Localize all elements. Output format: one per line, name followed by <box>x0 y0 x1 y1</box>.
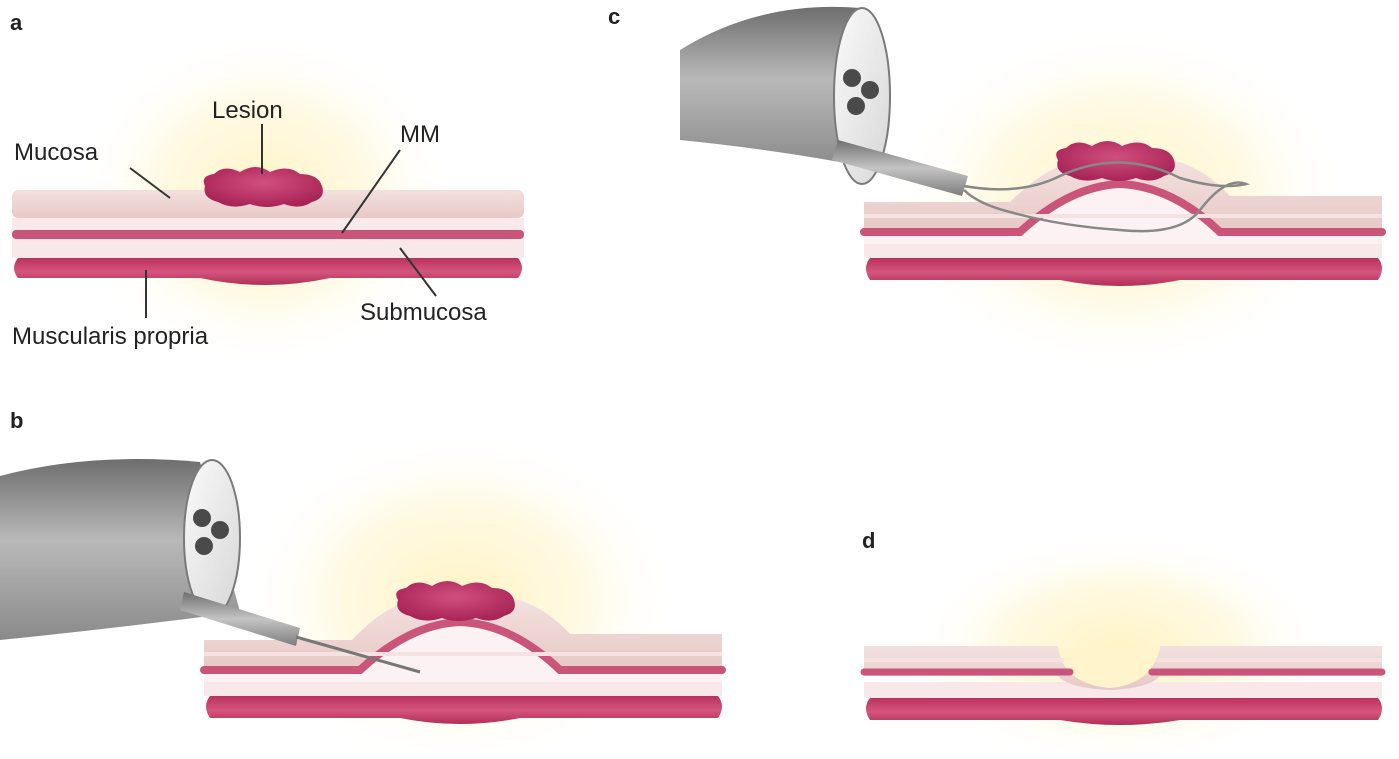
submucosa-layer <box>864 242 1382 258</box>
label-muscularis-propria: Muscularis propria <box>12 323 209 350</box>
channel-icon <box>843 69 861 87</box>
channel-icon <box>195 537 213 555</box>
channel-icon <box>211 521 229 539</box>
label-lesion: Lesion <box>212 97 283 124</box>
panel-letter-b: b <box>10 408 23 433</box>
panel-c: c <box>608 4 1382 375</box>
panel-a: a Lesion Mucosa MM Submucosa Muscularis … <box>10 10 524 370</box>
panel-letter-a: a <box>10 10 23 35</box>
channel-icon <box>861 81 879 99</box>
channel-icon <box>193 509 211 527</box>
endoscope-tip <box>184 460 240 616</box>
label-mucosa: Mucosa <box>14 139 99 166</box>
submucosa-layer <box>12 238 524 258</box>
lamina-layer <box>12 218 524 230</box>
label-mm: MM <box>400 121 440 148</box>
muscularis-propria-layer <box>14 258 522 285</box>
channel-icon <box>847 97 865 115</box>
submucosa-layer <box>204 680 722 696</box>
muscularis-mucosae-layer <box>12 230 524 239</box>
muscularis-propria-layer <box>866 698 1382 725</box>
label-submucosa: Submucosa <box>360 299 487 326</box>
panel-letter-d: d <box>862 528 875 553</box>
panel-b: b <box>0 408 722 754</box>
panel-letter-c: c <box>608 4 620 29</box>
muscularis-propria-layer <box>206 696 722 724</box>
panel-d: d <box>862 528 1382 754</box>
